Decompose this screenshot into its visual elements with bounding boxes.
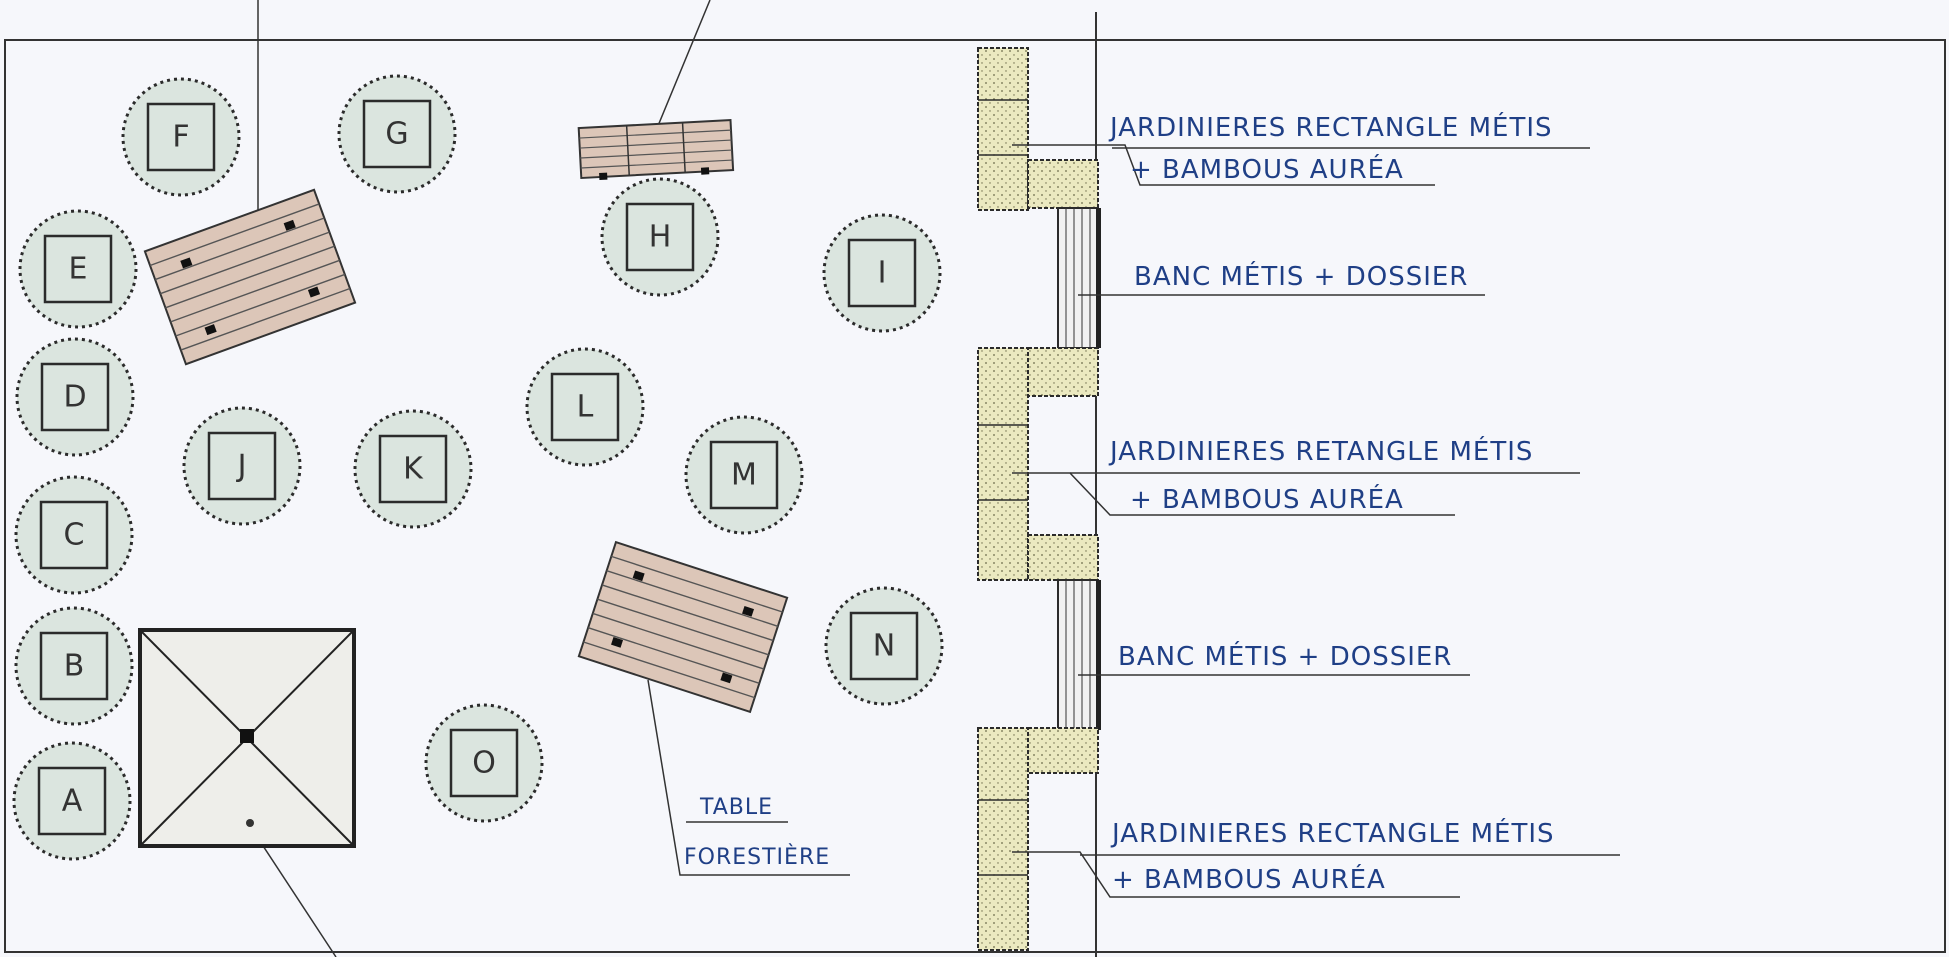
bench-1 [1057, 207, 1101, 349]
tree-a: A [12, 741, 132, 861]
tree-letter: A [62, 784, 83, 819]
tree-letter: J [236, 449, 247, 484]
tree-letter: F [172, 120, 189, 155]
tree-i: I [822, 213, 942, 333]
planter-2-label-line2: + BAMBOUS AURÉA [1130, 483, 1404, 515]
tree-letter: B [64, 649, 85, 684]
trees-group: A B C D E F [12, 74, 944, 861]
tree-n: N [824, 586, 944, 706]
tree-o: O [424, 703, 544, 823]
tree-c: C [14, 475, 134, 595]
tree-k: K [353, 409, 473, 529]
tree-g: G [337, 74, 457, 194]
planter-1-label-line2: + BAMBOUS AURÉA [1130, 153, 1404, 185]
planter-3-label-line2: + BAMBOUS AURÉA [1112, 863, 1386, 895]
tree-letter: C [64, 518, 85, 553]
bench-2-label: BANC MÉTIS + DOSSIER [1118, 640, 1452, 672]
tree-letter: M [731, 458, 757, 493]
small-wooden-bench [577, 119, 735, 181]
tree-e: E [18, 209, 138, 329]
tree-j: J [182, 406, 302, 526]
tree-d: D [15, 337, 135, 457]
tree-letter: H [649, 220, 672, 255]
tree-letter: N [873, 629, 895, 664]
tree-letter: G [385, 117, 408, 152]
tree-f: F [121, 77, 241, 197]
tree-m: M [684, 415, 804, 535]
tree-letter: I [878, 256, 887, 291]
planter-2 [977, 347, 1099, 581]
tree-h: H [600, 177, 720, 297]
tree-l: L [525, 347, 645, 467]
table-label-line1: TABLE [699, 795, 773, 820]
tree-letter: O [472, 746, 496, 781]
tree-letter: E [69, 252, 88, 287]
planter-3-label-line1: JARDINIERES RECTANGLE MÉTIS [1110, 817, 1555, 849]
tree-letter: D [63, 380, 86, 415]
planter-1-label-line1: JARDINIERES RECTANGLE MÉTIS [1108, 111, 1553, 143]
tree-letter: L [577, 390, 594, 425]
tree-b: B [14, 606, 134, 726]
pavilion [138, 628, 356, 848]
label-leaders [647, 144, 1620, 898]
tree-letter: K [403, 452, 424, 487]
wooden-table-1 [143, 188, 357, 366]
forest-table [577, 540, 789, 714]
table-label-line2: FORESTIÈRE [684, 844, 830, 870]
planter-3 [977, 727, 1099, 951]
planter-2-label-line1: JARDINIERES RETANGLE MÉTIS [1108, 435, 1533, 467]
bench-2 [1057, 579, 1101, 731]
planter-1 [977, 47, 1099, 211]
bench-1-label: BANC MÉTIS + DOSSIER [1134, 260, 1468, 292]
